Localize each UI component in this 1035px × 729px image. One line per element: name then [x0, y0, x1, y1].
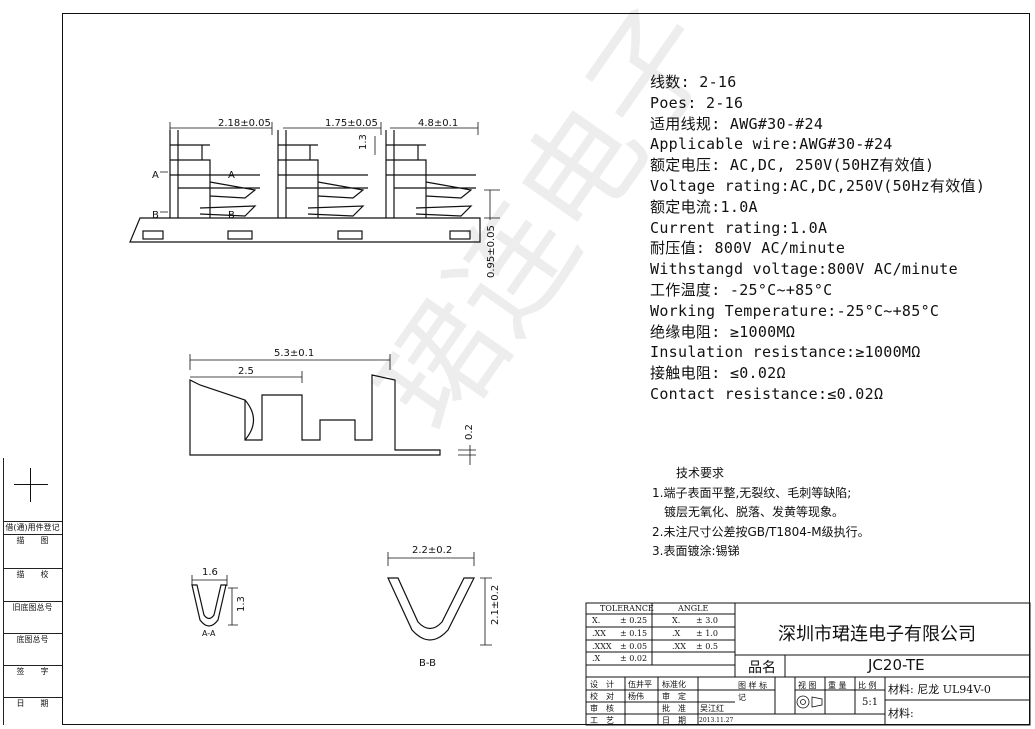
- register-cell: 旧底图总号: [3, 601, 62, 614]
- dim-text: 0.2: [464, 424, 475, 440]
- pattern-mark-label: 图 样 标: [738, 681, 768, 690]
- dim-text: 1.3: [358, 134, 369, 150]
- pattern-mark-label-2: 记: [738, 693, 746, 702]
- dim-text: 2.18±0.05: [218, 118, 271, 129]
- sign-role: 设 计: [590, 680, 614, 689]
- section-b-b: [387, 552, 492, 646]
- dim-text: B: [228, 210, 235, 221]
- sign-role: 校 对: [590, 692, 614, 701]
- std-role: 审 定: [662, 692, 686, 701]
- std-role: 日 期: [662, 716, 686, 725]
- title-block: [585, 602, 1031, 726]
- tech-item: 2.未注尺寸公差按GB/T1804-M级执行。: [652, 524, 870, 539]
- dim-text: 1.6: [202, 567, 218, 578]
- side-view: [189, 354, 476, 465]
- std-name: 吴江红: [700, 704, 724, 713]
- register-cell: 描 校: [3, 568, 62, 581]
- spec-line: Contact resistance:≤0.02Ω: [650, 384, 884, 403]
- ang-key: .XX: [672, 642, 686, 651]
- material-2: 材料:: [888, 707, 914, 720]
- sign-role: 工 艺: [590, 716, 614, 725]
- tol-key: .XX: [592, 629, 606, 638]
- spec-line: 接触电阻: ≤0.02Ω: [650, 364, 786, 383]
- sign-role: 审 核: [590, 704, 614, 713]
- std-role: 批 准: [662, 704, 686, 713]
- tol-key: X.: [592, 616, 601, 625]
- dim-text: 1.3: [236, 596, 247, 612]
- sign-name: 杨伟: [628, 692, 644, 701]
- ang-val: ± 1.0: [696, 629, 718, 638]
- tol-val: ± 0.05: [620, 642, 648, 651]
- spec-line: Poes: 2-16: [650, 93, 744, 112]
- date-value: 2013.11.27: [699, 717, 734, 724]
- section-a-a: [191, 575, 238, 627]
- dim-text: 2.1±0.2: [490, 585, 501, 625]
- register-cell: 借(通)用件登记: [3, 521, 62, 534]
- spec-line: 线数: 2-16: [650, 73, 737, 91]
- tol-val: ± 0.25: [620, 616, 648, 625]
- tol-key: .XXX: [592, 642, 612, 651]
- tolerance-header: TOLERANCE: [600, 604, 654, 613]
- dim-text: 0.95±0.05: [486, 225, 497, 278]
- spec-line: 绝缘电阻: ≥1000MΩ: [650, 322, 796, 341]
- drawing-frame: [62, 13, 1030, 725]
- dim-text: 2.5: [238, 366, 254, 377]
- company-name: 深圳市珺连电子有限公司: [778, 624, 976, 645]
- spec-line: Applicable wire:AWG#30-#24: [650, 135, 893, 154]
- view-label: 视 图: [798, 681, 817, 690]
- ang-val: ± 3.0: [696, 616, 718, 625]
- dim-text: A: [152, 170, 159, 181]
- register-cell: 描 图: [3, 534, 62, 547]
- dim-text: B-B: [419, 658, 436, 669]
- scale-value: 5:1: [862, 697, 879, 708]
- spec-line: Current rating:1.0A: [650, 218, 828, 237]
- tech-item: 镀层无氧化、脱落、发黄等现象。: [664, 505, 845, 519]
- sign-name: 伍井平: [628, 680, 652, 689]
- spec-line: Voltage rating:AC,DC,250V(50Hz有效值): [650, 176, 986, 195]
- ang-key: .X: [672, 629, 681, 638]
- dim-text: 1.75±0.05: [325, 118, 378, 129]
- ang-val: ± 0.5: [696, 642, 718, 651]
- crosshair-icon: [14, 468, 48, 502]
- dim-text: 5.3±0.1: [274, 348, 314, 359]
- spec-line: Working Temperature:-25°C~+85°C: [650, 301, 940, 320]
- part-number: JC20-TE: [868, 656, 925, 674]
- tech-title: 技术要求: [676, 466, 725, 480]
- tol-val: ± 0.02: [620, 654, 648, 663]
- ang-key: X.: [672, 616, 681, 625]
- material-1: 材料: 尼龙 UL94V-0: [888, 683, 991, 696]
- spec-line: 耐压值: 800V AC/minute: [650, 239, 846, 258]
- weight-label: 重 量: [828, 681, 847, 690]
- product-name-label: 品名: [748, 660, 776, 676]
- register-cell: 签 字: [3, 665, 62, 678]
- tol-key: .X: [592, 654, 601, 663]
- spec-line: 适用线规: AWG#30-#24: [650, 114, 824, 133]
- register-cell: 底图总号: [3, 633, 62, 646]
- dim-text: A-A: [202, 629, 216, 638]
- angle-header: ANGLE: [678, 604, 709, 613]
- scale-label: 比 例: [858, 681, 877, 690]
- register-cell: 日 期: [3, 697, 62, 710]
- technical-requirements: 技术要求 1.端子表面平整,无裂纹、毛刺等缺陷; 镀层无氧化、脱落、发黄等现象。…: [652, 464, 870, 562]
- left-register-column: 借(通)用件登记 描 图 描 校 旧底图总号 底图总号 签 字 日 期: [0, 13, 62, 725]
- std-role: 标准化: [662, 680, 686, 689]
- spec-line: 工作温度: -25°C~+85°C: [650, 280, 833, 299]
- spec-list: 线数: 2-16 Poes: 2-16 适用线规: AWG#30-#24 App…: [650, 72, 985, 405]
- tech-item: 1.端子表面平整,无裂纹、毛刺等缺陷;: [652, 485, 852, 500]
- top-view: [129, 122, 500, 243]
- spec-line: 额定电压: AC,DC, 250V(50HZ有效值): [650, 156, 935, 175]
- spec-line: Insulation resistance:≥1000MΩ: [650, 343, 921, 362]
- spec-line: 额定电流:1.0A: [650, 197, 758, 216]
- tech-item: 3.表面镀涂:锡锑: [652, 544, 740, 558]
- dim-text: 2.2±0.2: [412, 545, 452, 556]
- tol-val: ± 0.15: [620, 629, 648, 638]
- dim-text: B: [152, 210, 159, 221]
- dim-text: 4.8±0.1: [418, 118, 458, 129]
- projection-symbol-icon: [796, 695, 823, 709]
- dim-text: A: [228, 170, 235, 181]
- spec-line: Withstangd voltage:800V AC/minute: [650, 260, 958, 279]
